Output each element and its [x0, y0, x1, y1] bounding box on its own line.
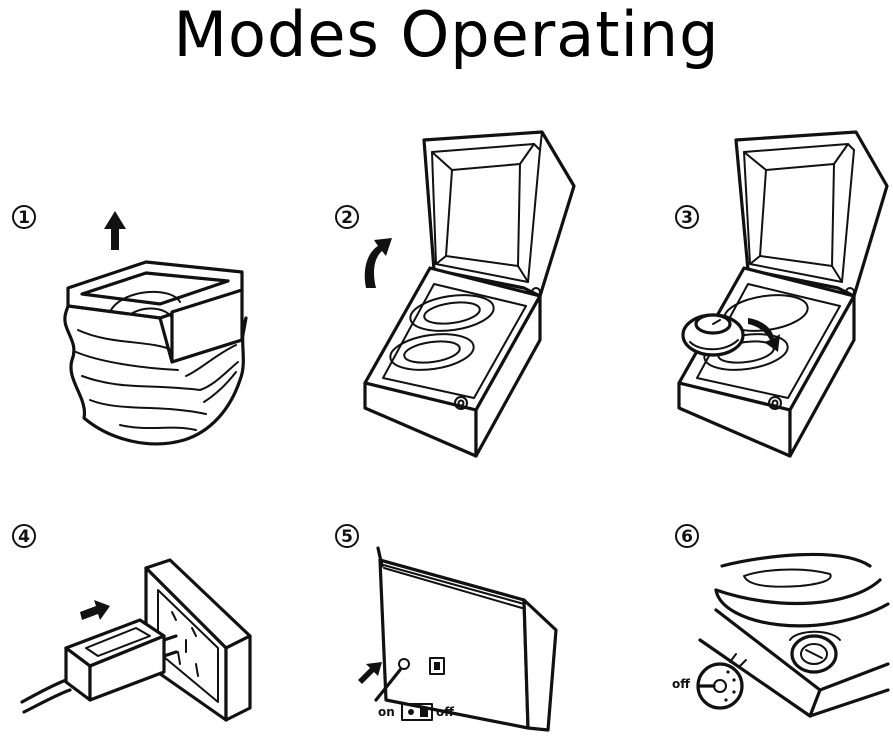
place-watch-arrow-icon	[748, 318, 780, 352]
wall-socket	[144, 558, 252, 722]
step-6-number: 6	[681, 527, 693, 547]
switch-off-label: off	[436, 705, 454, 719]
open-lid-arrow-icon	[364, 238, 392, 288]
step-6: 6 off	[672, 524, 890, 718]
step-1-number-circle	[12, 205, 36, 229]
step-4-number: 4	[18, 527, 30, 547]
watch-winder-with-watch	[677, 130, 889, 458]
switch-on-label: on	[378, 705, 395, 719]
step-4-number-circle	[12, 524, 36, 548]
page-title: Modes Operating	[173, 0, 720, 71]
step-3-number: 3	[681, 208, 693, 228]
step-4: 4	[12, 524, 252, 722]
power-adapter	[20, 618, 178, 714]
power-switch: on off	[378, 703, 454, 721]
winder-closeup	[698, 552, 890, 718]
dial-off-label: off	[672, 677, 690, 691]
watch-winder-open	[363, 130, 576, 458]
step-2-number: 2	[341, 208, 353, 228]
step-2-number-circle	[335, 205, 359, 229]
power-switch-arrow-icon	[358, 662, 382, 684]
winder-back-panel	[358, 546, 558, 732]
step-2: 2	[335, 130, 576, 458]
step-6-number-circle	[675, 524, 699, 548]
step-1-number: 1	[18, 208, 30, 228]
step-3-number-circle	[675, 205, 699, 229]
packaged-box	[63, 260, 248, 446]
lift-up-arrow-icon	[104, 211, 126, 250]
watch-icon	[681, 313, 745, 357]
step-5-number-circle	[335, 524, 359, 548]
step-5: 5 on off	[335, 524, 558, 732]
step-3: 3	[675, 130, 889, 458]
plug-in-arrow-icon	[80, 600, 110, 620]
step-1: 1	[12, 205, 248, 446]
mode-dial-detail: off	[672, 653, 747, 710]
mode-dial-knob	[789, 630, 841, 674]
step-5-number: 5	[341, 527, 353, 547]
